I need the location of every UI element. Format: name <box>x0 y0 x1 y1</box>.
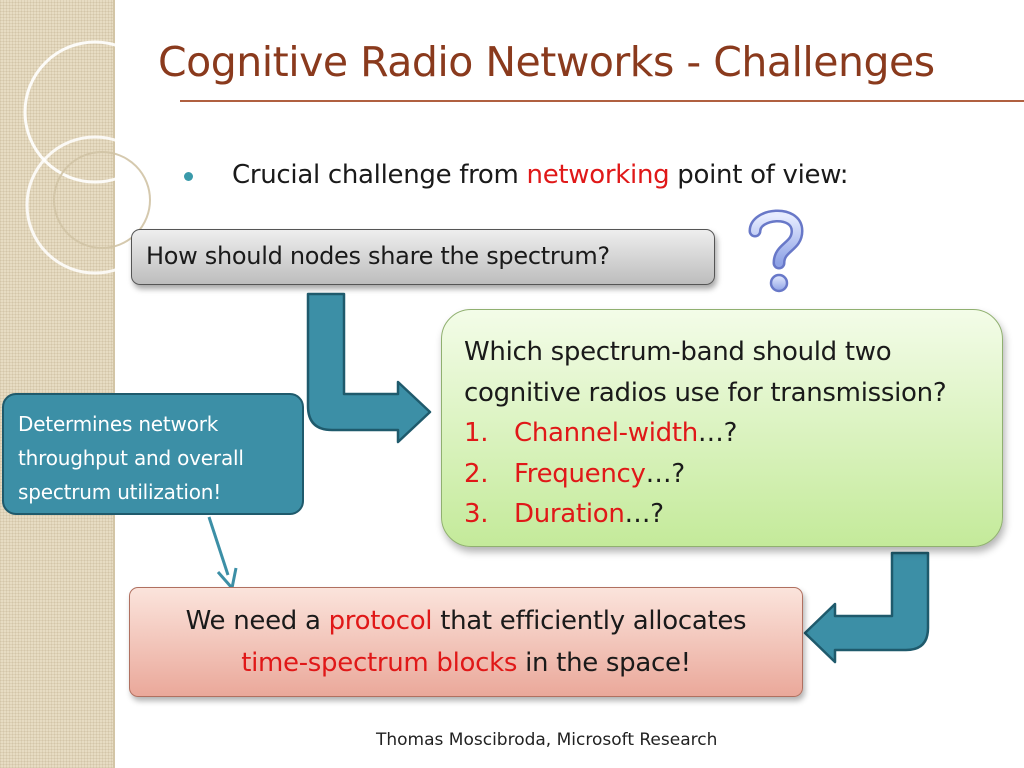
pink-line-2: time-spectrum blocks in the space! <box>130 642 802 684</box>
thin-arrow-line <box>207 516 230 576</box>
green-line-2: cognitive radios use for transmission? <box>464 377 947 408</box>
question-box: How should nodes share the spectrum? <box>131 229 715 285</box>
spectrum-band-box: Which spectrum-band should two cognitive… <box>441 309 1003 547</box>
list-number: 3. <box>464 499 489 529</box>
pink-line-1: We need a protocol that efficiently allo… <box>130 600 802 642</box>
list-number: 1. <box>464 418 489 448</box>
list-item: 3. Duration…? <box>464 494 984 535</box>
list-label: Duration <box>514 499 625 529</box>
list-suffix: …? <box>624 499 665 529</box>
footer-credit: Thomas Moscibroda, Microsoft Research <box>376 730 718 750</box>
pink-l2-suffix: in the space! <box>517 648 691 678</box>
throughput-note-box: Determines network throughput and overal… <box>2 393 304 515</box>
blue-line-2: throughput and overall <box>18 446 244 470</box>
pink-l1-suffix: that efficiently allocates <box>432 606 747 636</box>
side-texture-strip <box>0 0 115 768</box>
slide-title: Cognitive Radio Networks - Challenges <box>158 38 935 86</box>
list-number: 2. <box>464 458 489 489</box>
protocol-highlight: protocol <box>328 606 433 636</box>
list-label: Frequency <box>514 458 646 489</box>
arrow-to-green-box <box>306 292 432 444</box>
decorative-circles <box>23 40 167 275</box>
blue-line-3: spectrum utilization! <box>18 480 222 504</box>
bullet-text-prefix: Crucial challenge from <box>232 160 527 190</box>
bullet-text-suffix: point of view: <box>669 160 849 190</box>
arrow-to-pink-box <box>803 551 930 664</box>
list-label: Channel-width <box>514 418 698 448</box>
question-mark-icon <box>748 209 804 293</box>
list-suffix: …? <box>645 458 686 489</box>
blue-line-1: Determines network <box>18 412 219 436</box>
time-spectrum-highlight: time-spectrum blocks <box>241 648 518 678</box>
list-item: 1. Channel-width…? <box>464 413 984 454</box>
pink-l1-prefix: We need a <box>185 606 329 636</box>
list-suffix: …? <box>697 418 738 448</box>
green-line-1: Which spectrum-band should two <box>464 337 892 367</box>
bullet-point: Crucial challenge from networking point … <box>232 160 932 190</box>
list-item: 2. Frequency…? <box>464 454 984 495</box>
bullet-highlight: networking <box>526 160 670 190</box>
bullet-icon <box>184 172 193 181</box>
title-underline <box>180 100 1024 102</box>
protocol-box: We need a protocol that efficiently allo… <box>129 587 803 697</box>
